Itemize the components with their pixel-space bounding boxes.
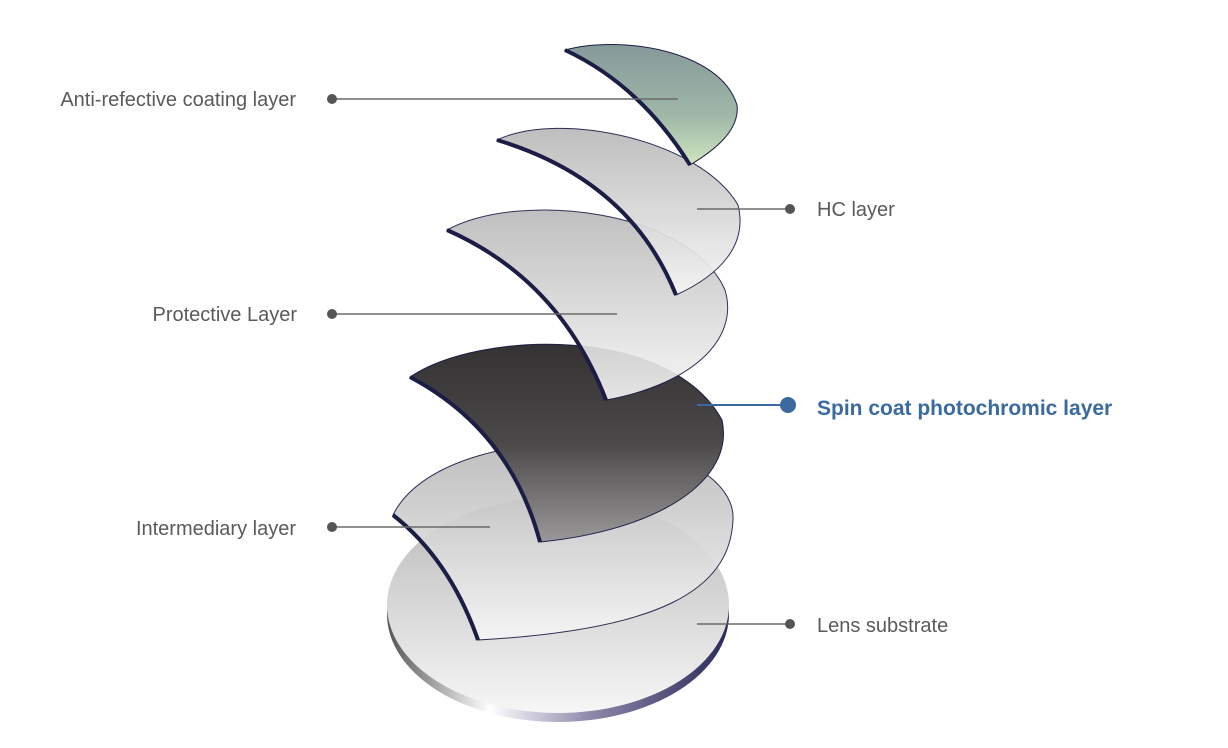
spin-coat-layer [409,343,724,543]
leader-hc [697,204,795,214]
dot-icon [327,94,337,104]
dot-icon [780,397,796,413]
leader-intermediary [327,522,490,532]
leader-spin-coat [697,397,796,413]
leader-protective [327,309,617,319]
dot-icon [785,204,795,214]
dot-icon [327,522,337,532]
label-intermediary: Intermediary layer [136,518,296,540]
leader-anti-reflective [327,94,678,104]
label-lens-substrate: Lens substrate [817,615,948,637]
leader-lens-substrate [697,619,795,629]
label-hc: HC layer [817,199,895,221]
label-protective: Protective Layer [152,304,297,326]
dot-icon [327,309,337,319]
label-spin-coat: Spin coat photochromic layer [817,397,1112,420]
label-anti-reflective: Anti-refective coating layer [60,89,296,111]
dot-icon [785,619,795,629]
anti-reflective-layer [563,44,738,167]
hc-layer [495,127,741,296]
